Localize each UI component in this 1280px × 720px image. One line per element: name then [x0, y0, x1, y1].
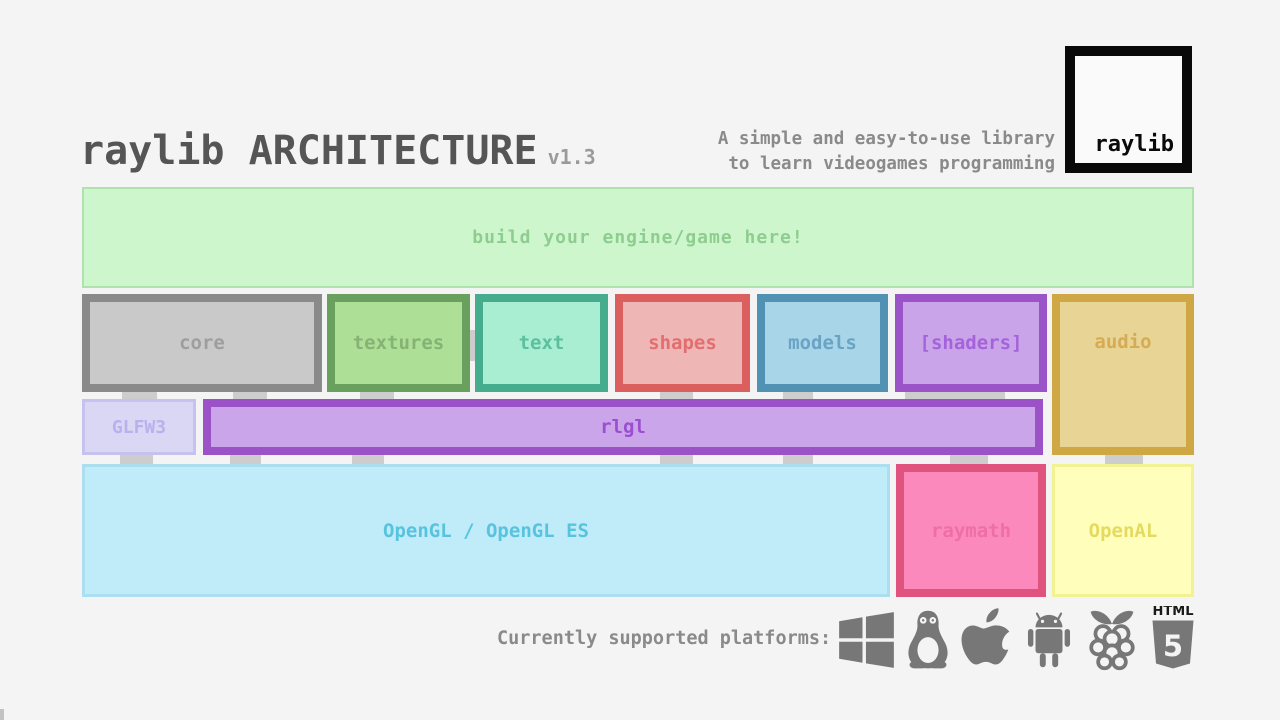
corner-sliver	[0, 709, 4, 720]
module-core: core	[82, 294, 322, 392]
module-raymath-label: raymath	[930, 519, 1012, 542]
module-shaders: [shaders]	[895, 294, 1047, 392]
tagline: A simple and easy-to-use library to lear…	[718, 127, 1055, 177]
module-core-label: core	[179, 332, 225, 354]
module-rlgl-label: rlgl	[600, 416, 646, 438]
raspberry-pi-icon	[1085, 608, 1139, 672]
module-textures: textures	[327, 294, 470, 392]
title-text: raylib ARCHITECTURE	[80, 128, 538, 174]
module-text: text	[475, 294, 608, 392]
connector-rlgl-opengl-4	[783, 452, 813, 466]
connector-rlgl-raymath	[950, 452, 988, 466]
module-audio-label: audio	[1094, 331, 1152, 353]
module-glfw3-label: GLFW3	[111, 416, 167, 438]
module-raymath: raymath	[896, 464, 1046, 597]
module-glfw3: GLFW3	[82, 399, 196, 455]
module-rlgl: rlgl	[203, 399, 1043, 455]
connector-textures-rlgl	[360, 389, 394, 402]
module-openal: OpenAL	[1052, 464, 1194, 597]
module-opengl: OpenGL / OpenGL ES	[82, 464, 890, 597]
raylib-logo-label: raylib	[1094, 132, 1174, 157]
connector-rlgl-opengl-1	[230, 452, 261, 466]
connector-shaders-rlgl	[905, 389, 1005, 402]
module-models: models	[757, 294, 888, 392]
html5-icon: HTML 5	[1148, 606, 1198, 674]
module-opengl-label: OpenGL / OpenGL ES	[383, 519, 589, 542]
raylib-logo: raylib	[1065, 46, 1192, 173]
module-shapes-label: shapes	[648, 332, 717, 354]
module-text-label: text	[518, 332, 565, 354]
tagline-line1: A simple and easy-to-use library	[717, 129, 1055, 149]
page-title: raylib ARCHITECTURE v1.3	[80, 128, 596, 174]
svg-text:HTML: HTML	[1153, 606, 1194, 619]
apple-icon	[961, 608, 1013, 672]
svg-text:5: 5	[1163, 629, 1183, 663]
module-textures-label: textures	[352, 332, 445, 354]
connector-shapes-rlgl	[660, 389, 693, 402]
module-audio: audio	[1052, 294, 1194, 455]
tagline-line2: to learn videogames programming	[728, 154, 1055, 174]
module-models-label: models	[788, 332, 857, 354]
connector-core-glfw3	[122, 389, 157, 402]
android-icon	[1022, 609, 1076, 671]
connector-core-rlgl	[233, 389, 267, 402]
module-shaders-label: [shaders]	[919, 332, 1023, 354]
version-label: v1.3	[547, 145, 596, 169]
platforms-icon-row: HTML 5	[838, 604, 1198, 676]
connector-rlgl-opengl-3	[660, 452, 693, 466]
connector-glfw3-opengl	[120, 452, 153, 466]
platforms-label: Currently supported platforms:	[497, 628, 832, 649]
connector-rlgl-opengl-2	[352, 452, 384, 466]
windows-icon	[838, 611, 895, 669]
module-shapes: shapes	[615, 294, 750, 392]
module-openal-label: OpenAL	[1088, 519, 1158, 542]
engine-banner-label: build your engine/game here!	[472, 227, 804, 248]
linux-icon	[904, 608, 952, 672]
connector-models-rlgl	[783, 389, 813, 402]
connector-textures-text	[467, 330, 476, 361]
engine-banner: build your engine/game here!	[82, 187, 1194, 288]
connector-audio-openal	[1105, 452, 1143, 466]
